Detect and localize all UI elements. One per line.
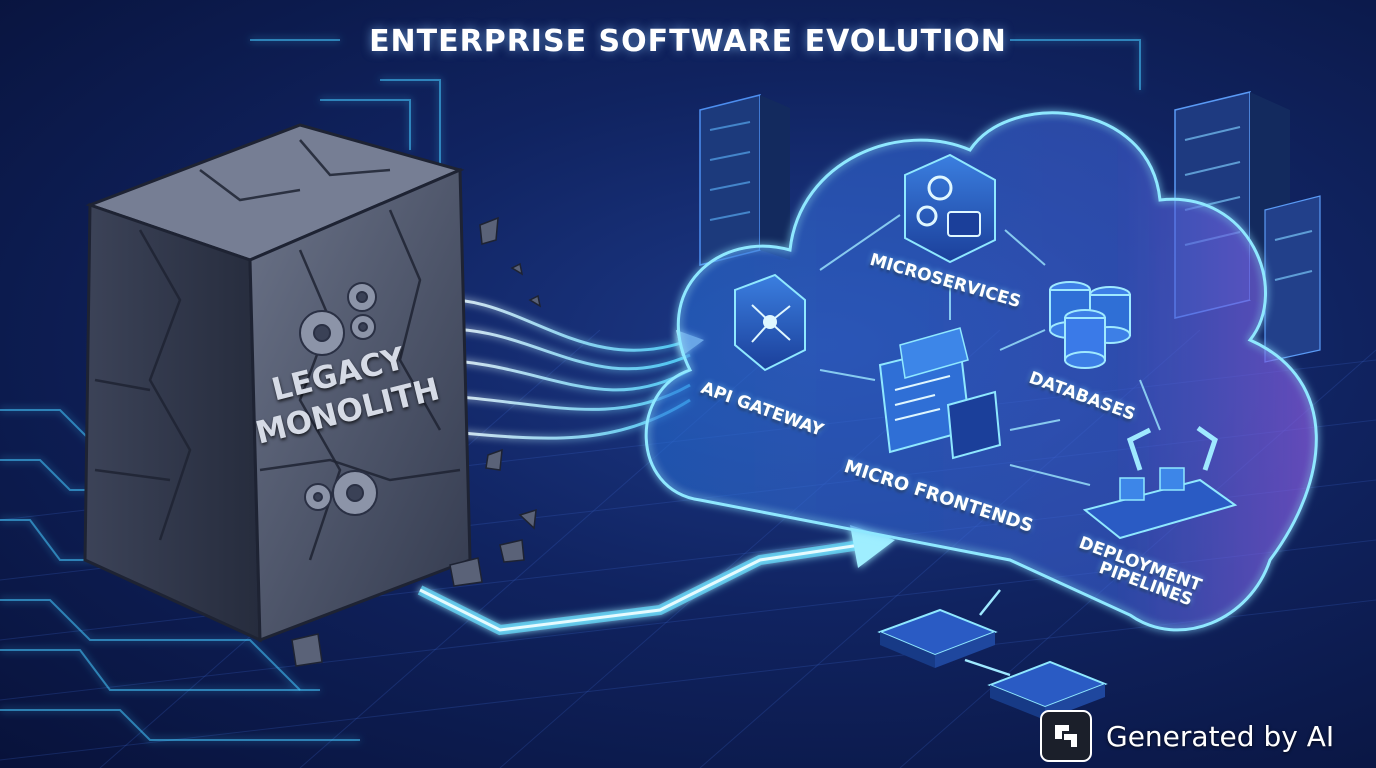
page-title: ENTERPRISE SOFTWARE EVOLUTION [369,24,1007,59]
robot-arm-icon [1082,425,1238,540]
ai-sparkle-icon [1040,710,1092,762]
monolith-gear-icon [299,282,378,516]
generated-by-ai-text: Generated by AI [1106,719,1335,753]
growth-arrow [417,525,895,636]
database-icon [1049,281,1131,369]
legacy-monolith [83,123,472,643]
server-rack-left [699,94,790,266]
hub-icon [734,273,806,372]
micro-frontends-window-icon [878,327,1002,460]
microservices-gear-icon [904,153,996,264]
connector-arrows [819,214,1161,486]
generated-by-ai-badge: Generated by AI [1040,708,1334,764]
rock-debris [291,216,542,667]
pipeline-tiles [877,589,1108,720]
